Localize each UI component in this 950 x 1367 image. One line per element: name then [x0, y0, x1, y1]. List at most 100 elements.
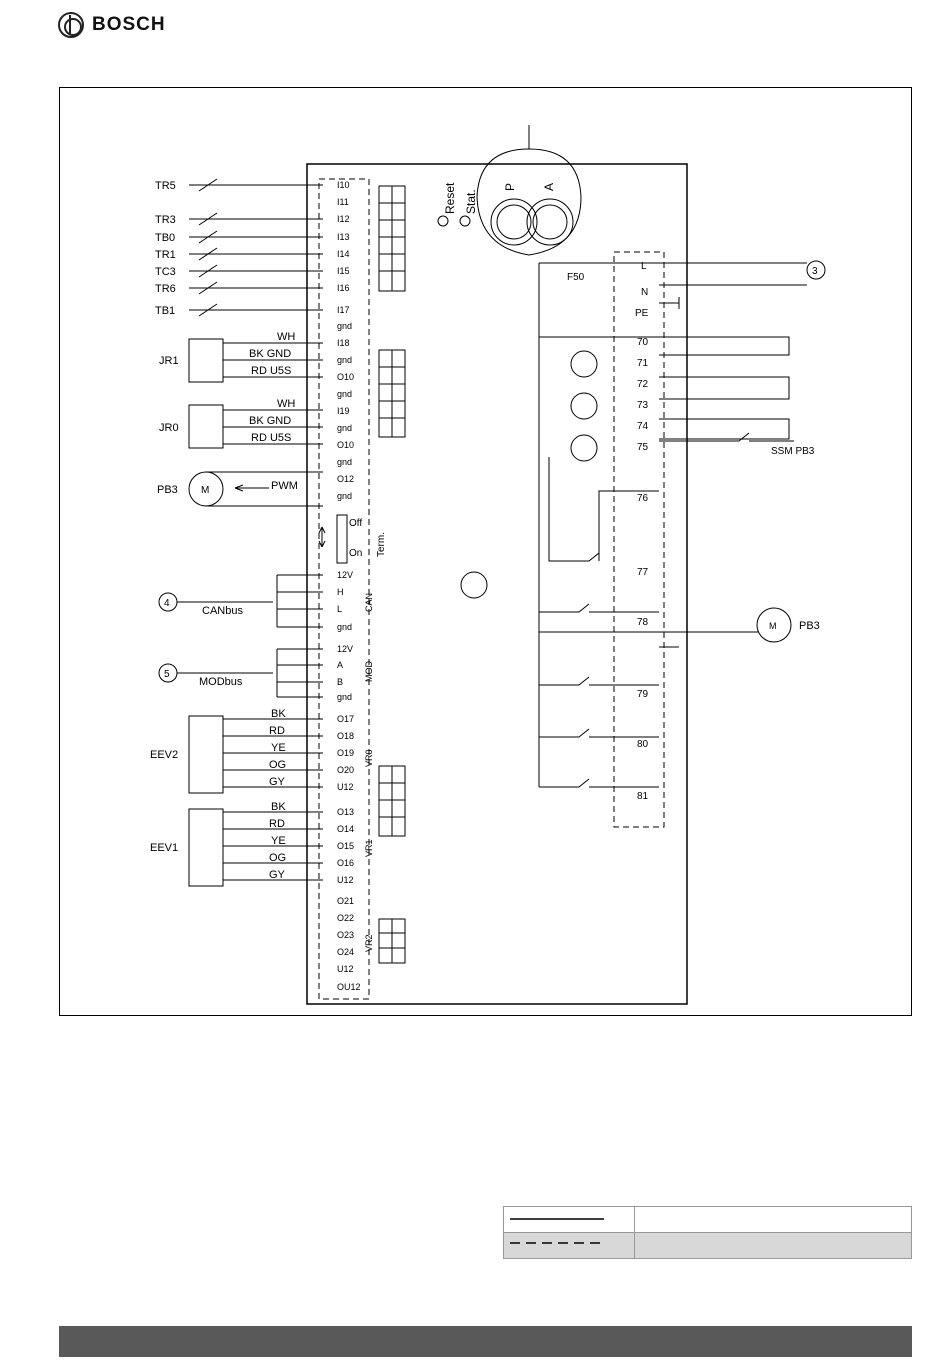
switch-on-label: On — [349, 548, 362, 559]
mod-group: MOD — [364, 661, 374, 682]
vr2-label: O24 — [337, 947, 354, 957]
can-label: H — [337, 587, 344, 597]
io-label: gnd — [337, 389, 352, 399]
terminal-number: 81 — [637, 791, 649, 802]
io-label: I18 — [337, 338, 350, 348]
motor-symbol-right: M — [769, 621, 777, 631]
wire-label: BK GND — [249, 348, 291, 360]
terminal-number: 72 — [637, 379, 649, 390]
pb3-right-label: PB3 — [799, 620, 820, 632]
wire-label: RD — [269, 725, 285, 737]
modbus-label: MODbus — [199, 676, 243, 688]
mod-label: 12V — [337, 644, 353, 654]
knob-p-label: P — [503, 183, 517, 191]
power-label: PE — [635, 308, 649, 319]
term-label: Term. — [376, 532, 387, 557]
vr0-group: VR0 — [364, 749, 374, 767]
vr1-label: O13 — [337, 807, 354, 817]
vr0-label: O20 — [337, 765, 354, 775]
pb3-label: PB3 — [157, 484, 178, 496]
mod-label: gnd — [337, 692, 352, 702]
sensor-label: TR5 — [155, 180, 176, 192]
vr1-group: VR1 — [364, 839, 374, 857]
sensor-label: TR3 — [155, 214, 176, 226]
eev1-label: EEV1 — [150, 842, 178, 854]
terminal-number: 76 — [637, 493, 649, 504]
solid-line-sample — [503, 1206, 635, 1233]
io-label: O10 — [337, 372, 354, 382]
legend-row-dashed — [503, 1232, 912, 1259]
terminal-number: 70 — [637, 337, 649, 348]
mod-label: B — [337, 677, 343, 687]
can-label: 12V — [337, 570, 353, 580]
bosch-logo-icon — [58, 12, 84, 38]
io-label: I11 — [337, 197, 349, 207]
switch-off-label: Off — [349, 518, 362, 529]
jr1-label: JR1 — [159, 355, 179, 367]
terminal-number: 73 — [637, 400, 649, 411]
vr2-label: U12 — [337, 964, 354, 974]
io-label: gnd — [337, 491, 352, 501]
sensor-label: TR1 — [155, 249, 176, 261]
terminal-number: 78 — [637, 617, 649, 628]
dashed-line-sample — [503, 1232, 635, 1259]
can-group: CAN — [364, 593, 374, 612]
io-label: gnd — [337, 423, 352, 433]
mod-label: A — [337, 660, 343, 670]
io-label: gnd — [337, 355, 352, 365]
vr1-label: O15 — [337, 841, 354, 851]
vr2-label: O22 — [337, 913, 354, 923]
wiring-diagram: TR5 TR3 TB0 TR1 TC3 TR6 TB1 JR1 JR0 WH B… — [59, 87, 912, 1016]
io-label: I13 — [337, 232, 350, 242]
vr1-label: O16 — [337, 858, 354, 868]
stat-label: Stat. — [464, 189, 478, 214]
vr2-label: OU12 — [337, 982, 361, 992]
wire-label: BK — [271, 801, 286, 813]
terminal-number: 74 — [637, 421, 649, 432]
io-label: I15 — [337, 266, 350, 276]
vr2-label: O23 — [337, 930, 354, 940]
vr0-label: U12 — [337, 782, 354, 792]
io-label: I14 — [337, 249, 350, 259]
io-label: gnd — [337, 321, 352, 331]
line-legend — [503, 1206, 912, 1259]
wire-label: OG — [269, 852, 286, 864]
header: BOSCH — [58, 10, 166, 40]
wire-label: YE — [271, 835, 286, 847]
power-label: N — [641, 287, 648, 298]
knob-a-label: A — [542, 183, 556, 191]
io-label: I19 — [337, 406, 350, 416]
io-label: I16 — [337, 283, 350, 293]
wire-label: RD — [269, 818, 285, 830]
io-label: O10 — [337, 440, 354, 450]
wire-label: GY — [269, 776, 286, 788]
terminal-number: 71 — [637, 358, 649, 369]
sensor-label: TR6 — [155, 283, 176, 295]
wire-label: WH — [277, 331, 295, 343]
vr0-label: O17 — [337, 714, 354, 724]
legend-description — [634, 1232, 912, 1259]
terminal-number: 77 — [637, 567, 649, 578]
pwm-label: PWM — [271, 480, 298, 492]
power-label: L — [641, 261, 647, 272]
callout-4: 4 — [164, 598, 170, 609]
vr1-label: U12 — [337, 875, 354, 885]
vr2-group: VR2 — [364, 934, 374, 952]
can-label: L — [337, 604, 342, 614]
legend-row-solid — [503, 1206, 912, 1233]
sensor-label: TB0 — [155, 232, 175, 244]
ssm-label: SSM PB3 — [771, 446, 815, 457]
vr0-label: O18 — [337, 731, 354, 741]
io-label: I10 — [337, 180, 350, 190]
footer-bar — [59, 1326, 912, 1357]
terminal-number: 80 — [637, 739, 649, 750]
can-label: gnd — [337, 622, 352, 632]
brand-name: BOSCH — [92, 14, 166, 35]
vr0-label: O19 — [337, 748, 354, 758]
callout-5: 5 — [164, 669, 170, 680]
wire-label: WH — [277, 398, 295, 410]
legend-description — [634, 1206, 912, 1233]
jr0-label: JR0 — [159, 422, 179, 434]
io-label: O12 — [337, 474, 354, 484]
motor-symbol: M — [201, 485, 209, 496]
